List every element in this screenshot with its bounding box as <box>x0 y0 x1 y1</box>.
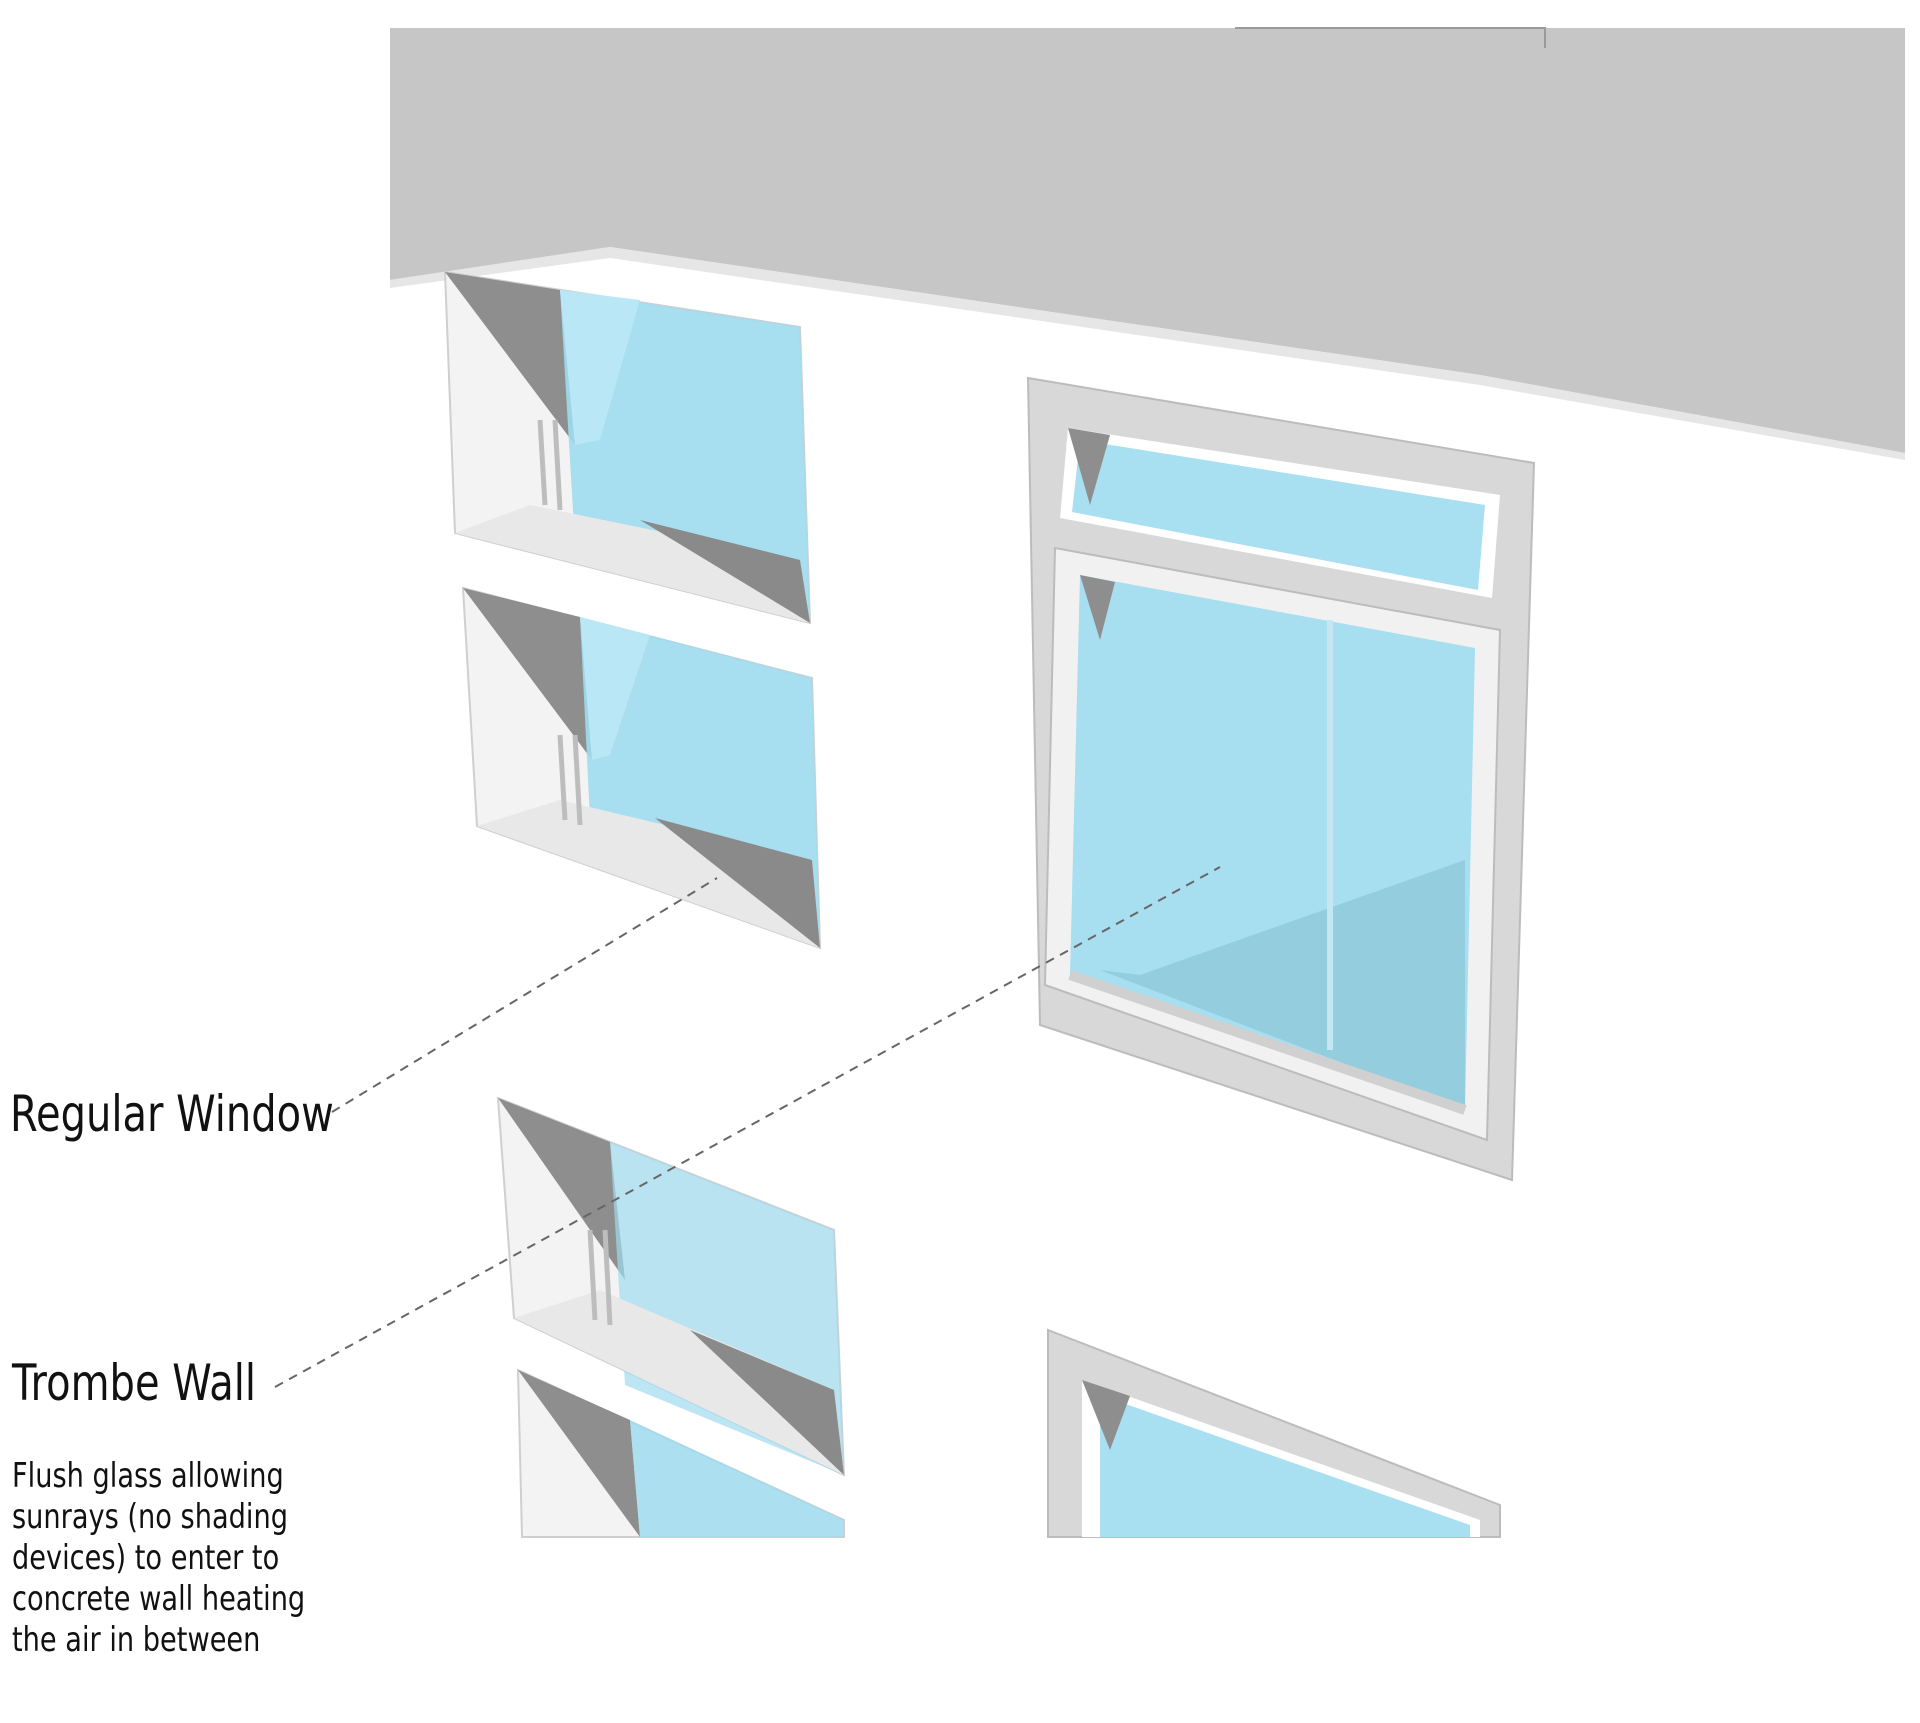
trombe-wall-description: Flush glass allowing sunrays (no shading… <box>12 1456 305 1661</box>
regular-window-lower <box>463 588 820 948</box>
regular-window-upper <box>445 272 810 623</box>
description-line: the air in between <box>12 1620 305 1661</box>
description-line: concrete wall heating <box>12 1579 305 1620</box>
description-line: devices) to enter to <box>12 1538 305 1579</box>
description-line: sunrays (no shading <box>12 1497 305 1538</box>
trombe-wall-window-cutoff <box>1048 1330 1500 1537</box>
wall-fade <box>390 288 450 1548</box>
regular-window-label: Regular Window <box>10 1085 334 1143</box>
trombe-wall-window <box>1028 378 1534 1180</box>
description-line: Flush glass allowing <box>12 1456 305 1497</box>
trombe-wall-label: Trombe Wall <box>12 1354 256 1412</box>
leader-line-regular-window <box>332 878 717 1112</box>
